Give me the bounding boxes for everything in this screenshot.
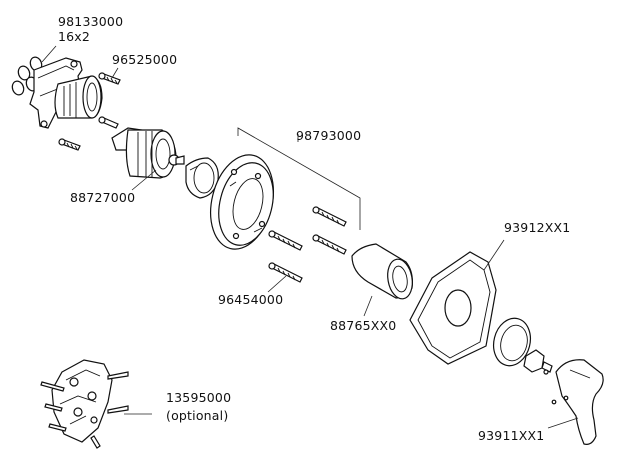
part-labels: 98133000 16x2 96525000 88727000 98793000… [58, 14, 570, 443]
label-screw-small-number: 96525000 [112, 52, 177, 67]
mounting-plate [210, 154, 274, 250]
handle-ring [492, 317, 532, 367]
handle [551, 359, 604, 445]
label-rough-valve-note: (optional) [166, 408, 228, 423]
trim-plate [409, 251, 497, 365]
oring-set [11, 56, 43, 96]
valve-body [29, 57, 103, 129]
label-oring-number: 98133000 [58, 14, 123, 29]
label-oring-note: 16x2 [58, 29, 90, 44]
leader-lines [41, 45, 579, 429]
cartridge [111, 127, 185, 179]
long-screw-1 [312, 206, 347, 227]
adapter-ring [185, 157, 219, 199]
handle-adapter [523, 349, 553, 375]
label-rough-valve-number: 13595000 [166, 390, 231, 405]
label-long-screws-number: 96454000 [218, 292, 283, 307]
screw-small-lower [98, 116, 119, 129]
long-screw-3 [268, 230, 303, 251]
label-sleeve-number: 88765XX0 [330, 318, 396, 333]
label-trim-kit-number: 98793000 [296, 128, 361, 143]
screw-small-left [58, 138, 81, 151]
label-handle-number: 93911XX1 [478, 428, 544, 443]
long-screw-2 [312, 234, 347, 255]
label-trim-plate-number: 93912XX1 [504, 220, 570, 235]
label-cartridge-number: 88727000 [70, 190, 135, 205]
long-screw-4 [268, 262, 303, 283]
rough-valve-body [40, 359, 129, 449]
extension-sleeve [351, 243, 413, 300]
screw-small-upper [98, 72, 121, 85]
